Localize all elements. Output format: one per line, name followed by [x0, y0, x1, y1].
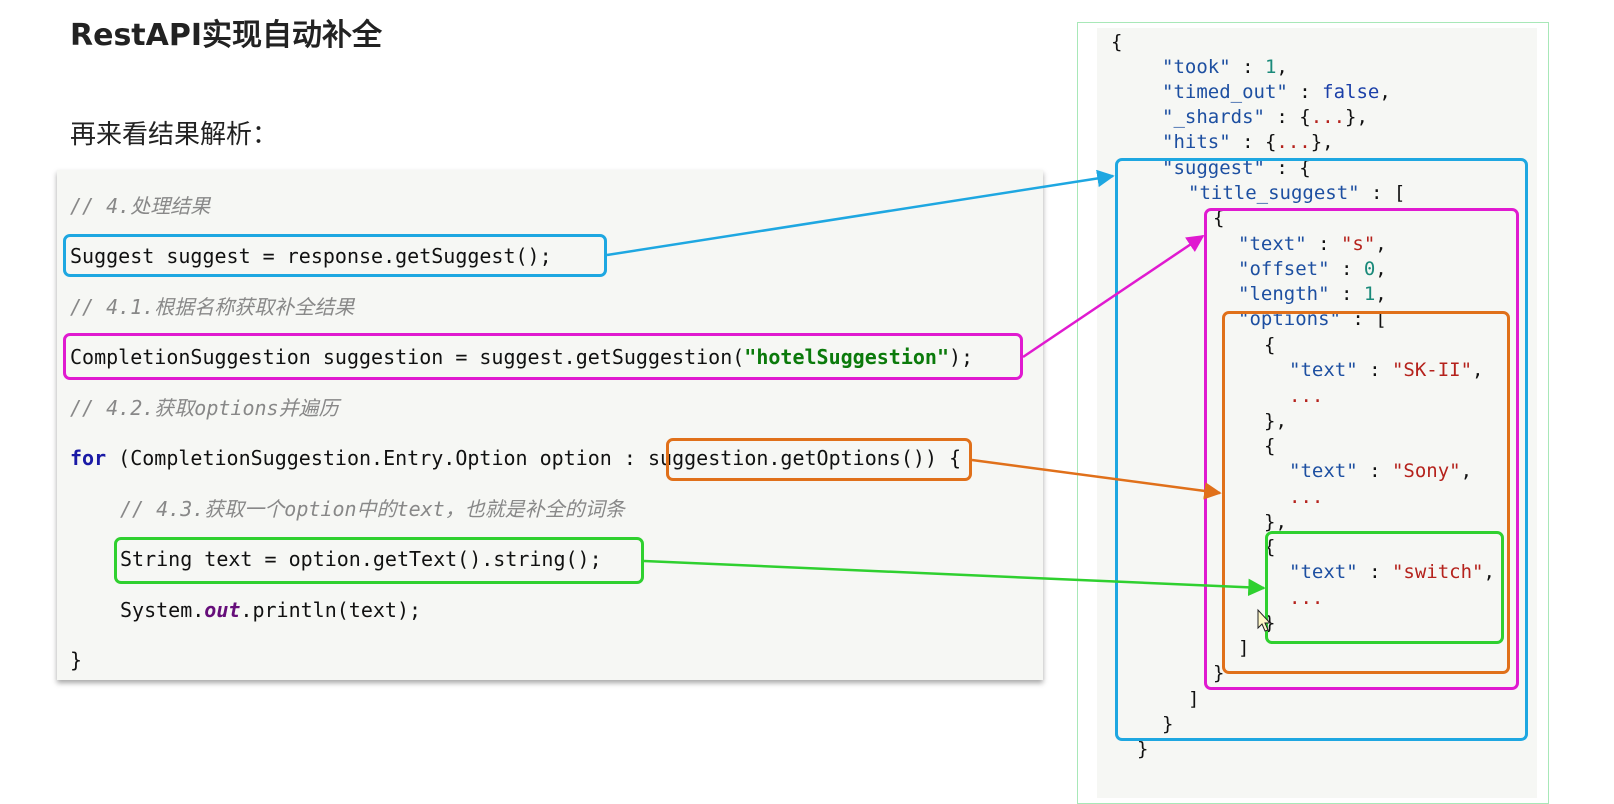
json-option1-text: "text" : "SK-II",: [1289, 359, 1484, 381]
json-option2-close: },: [1264, 511, 1287, 533]
json-timed-out: "timed_out" : false,: [1162, 81, 1391, 103]
arrow-options: [971, 458, 1222, 500]
json-option1-dots: ...: [1289, 385, 1324, 407]
json-string: "SK-II": [1391, 359, 1473, 381]
json-key: "text": [1238, 233, 1307, 255]
page-subtitle: 再来看结果解析：: [70, 120, 279, 150]
json-key: "hits": [1162, 131, 1231, 153]
arrow-suggestion: [1022, 234, 1205, 359]
code-line-get-suggestion: CompletionSuggestion suggestion = sugges…: [70, 345, 973, 369]
code-line-println: System.out.println(text);: [120, 598, 421, 622]
code-field: out: [204, 598, 241, 622]
json-option3-text: "text" : "switch",: [1289, 561, 1495, 583]
json-title-suggest: "title_suggest" : [: [1188, 182, 1406, 204]
json-suggest: "suggest" : {: [1162, 157, 1311, 179]
json-entry-close: }: [1213, 662, 1225, 684]
code-text: ) {: [924, 446, 962, 470]
highlight-get-suggest: [63, 234, 607, 277]
code-text: System.: [120, 598, 205, 622]
json-number: 0: [1363, 258, 1376, 280]
code-comment-get-by-name: // 4.1.根据名称获取补全结果: [70, 295, 355, 319]
highlight-get-options: [666, 438, 972, 481]
json-entry-text: "text" : "s",: [1238, 233, 1387, 255]
mouse-cursor-icon: [1257, 608, 1272, 632]
json-entry-open: {: [1213, 207, 1225, 229]
json-entry-offset: "offset" : 0,: [1238, 258, 1387, 280]
code-panel: [57, 170, 1043, 680]
code-line-close-brace: }: [70, 648, 83, 672]
highlight-get-text: [114, 537, 644, 584]
json-collapsed-dots: ...: [1310, 106, 1346, 128]
json-key: "timed_out": [1162, 81, 1288, 103]
json-hits: "hits" : {...},: [1162, 131, 1334, 153]
arrow-suggest: [606, 169, 1115, 257]
json-option1-close: },: [1264, 410, 1287, 432]
json-option3-dots: ...: [1289, 587, 1324, 609]
code-comment-process-result: // 4.处理结果: [70, 194, 211, 218]
json-string: "s": [1340, 233, 1376, 255]
json-response-background: [1097, 28, 1537, 798]
json-close-brace: }: [1137, 738, 1149, 760]
json-title-suggest-close: ]: [1188, 688, 1200, 710]
code-comment-get-options: // 4.2.获取options并遍历: [70, 396, 339, 420]
json-option3-open: {: [1264, 536, 1276, 558]
json-key: "length": [1238, 283, 1330, 305]
json-box-options: [1222, 311, 1510, 674]
code-keyword: for: [70, 446, 107, 470]
json-key: "_shards": [1162, 106, 1265, 128]
json-key: "offset": [1238, 258, 1330, 280]
json-box-title-suggest-entry: [1204, 208, 1519, 690]
json-boolean: false: [1322, 81, 1380, 103]
json-number: 1: [1363, 283, 1376, 305]
json-collapsed-dots: ...: [1276, 131, 1311, 153]
json-option2-text: "text" : "Sony",: [1289, 460, 1473, 482]
json-key: "title_suggest": [1188, 182, 1360, 204]
code-text: .println(text);: [240, 598, 422, 622]
json-took: "took" : 1,: [1162, 56, 1288, 78]
code-comment-get-text: // 4.3.获取一个option中的text，也就是补全的词条: [120, 497, 625, 521]
code-line-get-suggest: Suggest suggest = response.getSuggest();: [70, 244, 552, 268]
json-entry-length: "length" : 1,: [1238, 283, 1387, 305]
json-option2-open: {: [1264, 435, 1276, 457]
code-line-get-text: String text = option.getText().string();: [120, 547, 602, 571]
json-box-option-switch: [1265, 531, 1504, 644]
code-line-for-loop: for (CompletionSuggestion.Entry.Option o…: [70, 446, 961, 470]
code-text: CompletionSuggestion suggestion = sugges…: [70, 345, 745, 369]
json-shards: "_shards" : {...},: [1162, 106, 1368, 128]
json-key: "suggest": [1162, 157, 1265, 179]
json-option1-open: {: [1264, 334, 1276, 356]
json-string: "switch": [1391, 561, 1484, 583]
json-key: "text": [1289, 460, 1358, 482]
json-box-suggest: [1115, 158, 1528, 741]
json-number: 1: [1264, 56, 1277, 78]
json-options-close: ]: [1238, 637, 1250, 659]
json-key: "text": [1289, 561, 1358, 583]
page-title: RestAPI实现自动补全: [70, 18, 383, 53]
json-string: "Sony": [1391, 460, 1461, 482]
code-string-literal: "hotelSuggestion": [744, 345, 949, 369]
json-suggest-close: }: [1162, 713, 1174, 735]
json-key: "text": [1289, 359, 1358, 381]
arrow-text: [643, 559, 1266, 597]
code-text: );: [949, 345, 974, 369]
json-option2-dots: ...: [1289, 486, 1324, 508]
highlight-get-suggestion: [63, 333, 1023, 380]
json-key: "took": [1162, 56, 1231, 78]
json-open-brace: {: [1111, 31, 1123, 53]
code-text: (CompletionSuggestion.Entry.Option optio…: [106, 446, 648, 470]
code-text: suggestion.getOptions(): [647, 446, 925, 470]
